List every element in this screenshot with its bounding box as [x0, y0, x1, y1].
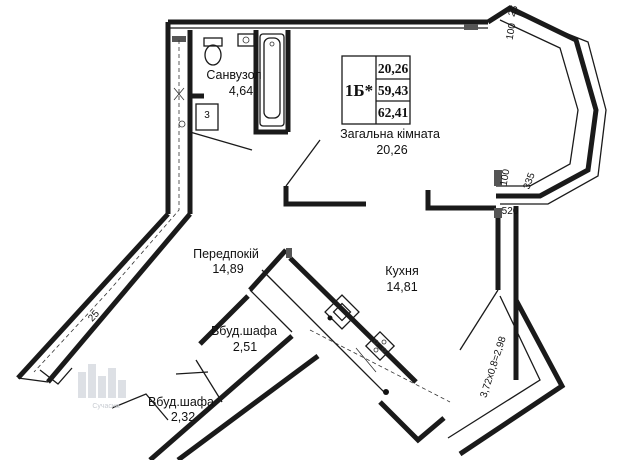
bay-small2-dim: 100 — [499, 168, 513, 187]
wall-hatches — [172, 24, 502, 258]
room-labels: Санвузол 4,64 Загальна кімната 20,26 Пер… — [148, 68, 440, 424]
walls — [16, 5, 607, 460]
shaft-dim: 3 — [204, 110, 210, 121]
area-full-value: 62,41 — [378, 105, 409, 120]
riser-lines — [33, 40, 451, 403]
closet1-area: 2,51 — [233, 340, 257, 354]
bay-small-dim: 100 — [505, 22, 519, 41]
watermark-text: Сучасна — [92, 403, 119, 410]
closet2-name: Вбуд.шафа — [148, 395, 214, 409]
bathroom-fixtures — [203, 33, 285, 127]
kitchen-area: 14,81 — [386, 280, 417, 294]
watermark-logo: Сучасна — [78, 364, 126, 410]
hall-name: Передпокій — [193, 247, 259, 261]
area-living-value: 20,26 — [378, 61, 409, 76]
area-total-value: 59,43 — [378, 83, 409, 98]
hall-area: 14,89 — [212, 262, 243, 276]
bathroom-name: Санвузол — [206, 68, 261, 82]
dimension-labels: 3 25 100 100 335 520 25 3,72x0,8=2,98 — [86, 4, 537, 400]
bay-depth-dim: 335 — [522, 171, 538, 191]
kitchen-name: Кухня — [385, 264, 418, 278]
bathroom-area: 4,64 — [229, 84, 253, 98]
area-table: 1Б* 20,26 59,43 62,41 — [341, 55, 411, 125]
living-name: Загальна кімната — [340, 127, 440, 141]
apartment-code: 1Б* — [345, 81, 373, 100]
top-right-dim: 25 — [507, 4, 521, 19]
living-area: 20,26 — [376, 143, 407, 157]
loggia-dim: 3,72x0,8=2,98 — [479, 335, 509, 399]
bay-width-dim: 520 — [502, 206, 519, 217]
closet2-area: 2,32 — [171, 410, 195, 424]
closet1-name: Вбуд.шафа — [211, 324, 277, 338]
kitchen-fixtures — [324, 294, 396, 395]
